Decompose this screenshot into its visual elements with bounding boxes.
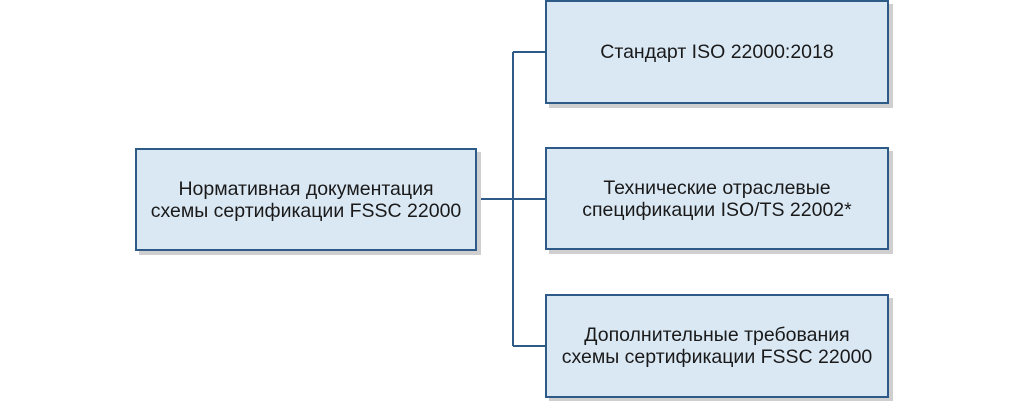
root-node-label: Нормативная документация схемы сертифика…: [150, 177, 462, 222]
child-node-label: Технические отраслевые спецификации ISO/…: [582, 176, 852, 221]
child-node-iso-22000: Стандарт ISO 22000:2018: [545, 0, 889, 104]
child-node-label: Дополнительные требования схемы сертифик…: [561, 324, 873, 368]
child-node-iso-ts-22002: Технические отраслевые спецификации ISO/…: [545, 147, 889, 250]
root-node: Нормативная документация схемы сертифика…: [135, 148, 477, 251]
child-node-label: Стандарт ISO 22000:2018: [600, 41, 834, 63]
child-node-fssc-additional: Дополнительные требования схемы сертифик…: [545, 294, 889, 398]
